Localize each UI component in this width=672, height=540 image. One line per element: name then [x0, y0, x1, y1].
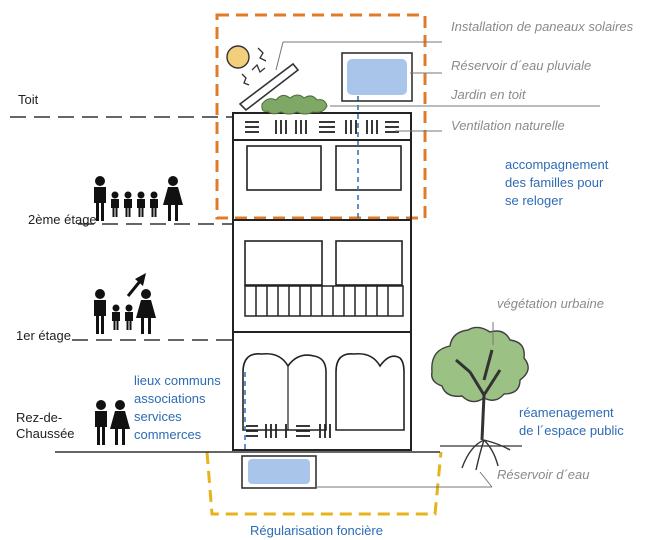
- roof-intervention-frame: [215, 13, 427, 220]
- relocation-note-line: des familles pour: [505, 175, 604, 190]
- sun-icon: [226, 45, 250, 69]
- relocation-note-line: accompagnement: [505, 157, 609, 172]
- land-regularisation-note: Régularisation foncière: [250, 523, 383, 538]
- solar-panels-annotation: Installation de paneaux solaires: [451, 19, 634, 34]
- couple-ground-floor-icon: [95, 400, 130, 445]
- water-tank-annotation: Réservoir d´eau: [497, 467, 590, 482]
- roof-garden-annotation: Jardin en toit: [451, 87, 526, 102]
- leader-lines: [275, 41, 600, 488]
- water-tank-frame: [241, 455, 317, 489]
- common-spaces-note-line: services: [134, 409, 182, 424]
- vegetation-annotation: végétation urbaine: [497, 296, 604, 311]
- ground-vents: [246, 424, 331, 438]
- family-second-floor-icon: [94, 176, 183, 221]
- relocation-note: accompagnement des familles pour se relo…: [505, 156, 655, 210]
- public-space-note-line: réamenagement: [519, 405, 614, 420]
- solar-panel-icon: [238, 62, 300, 112]
- roof-vents: [245, 120, 399, 134]
- rainwater-tank-annotation: Réservoir d´eau pluviale: [451, 58, 592, 73]
- rainwater-tank-frame: [341, 52, 413, 102]
- sun-rays-icon: [241, 47, 267, 86]
- land-regularisation-frame: [205, 451, 443, 516]
- urban-tree-icon: [431, 326, 529, 471]
- roof-label: Toit: [18, 92, 39, 107]
- balcony-rail: [244, 285, 404, 317]
- common-spaces-note-line: associations: [134, 391, 206, 406]
- rainwater-tank: [347, 59, 407, 95]
- ground-floor-label-line2: Chaussée: [16, 426, 75, 441]
- upward-arrow-icon: [126, 273, 146, 297]
- public-space-note-line: de l´espace public: [519, 423, 624, 438]
- family-first-floor-icon: [94, 289, 156, 334]
- second-floor-label: 2ème étage: [28, 212, 97, 227]
- roof-garden-icon: [261, 94, 328, 115]
- relocation-note-line: se reloger: [505, 193, 563, 208]
- ventilation-annotation: Ventilation naturelle: [451, 118, 565, 133]
- first-floor-label: 1er étage: [16, 328, 71, 343]
- common-spaces-note-line: lieux communs: [134, 373, 221, 388]
- common-spaces-note-line: commerces: [134, 427, 202, 442]
- water-tank: [248, 459, 310, 484]
- ground-floor-label-line1: Rez-de-: [16, 410, 63, 425]
- common-spaces-note: lieux communs associations services comm…: [134, 372, 244, 444]
- public-space-note: réamenagement de l´espace public: [519, 404, 659, 440]
- building: [232, 112, 412, 451]
